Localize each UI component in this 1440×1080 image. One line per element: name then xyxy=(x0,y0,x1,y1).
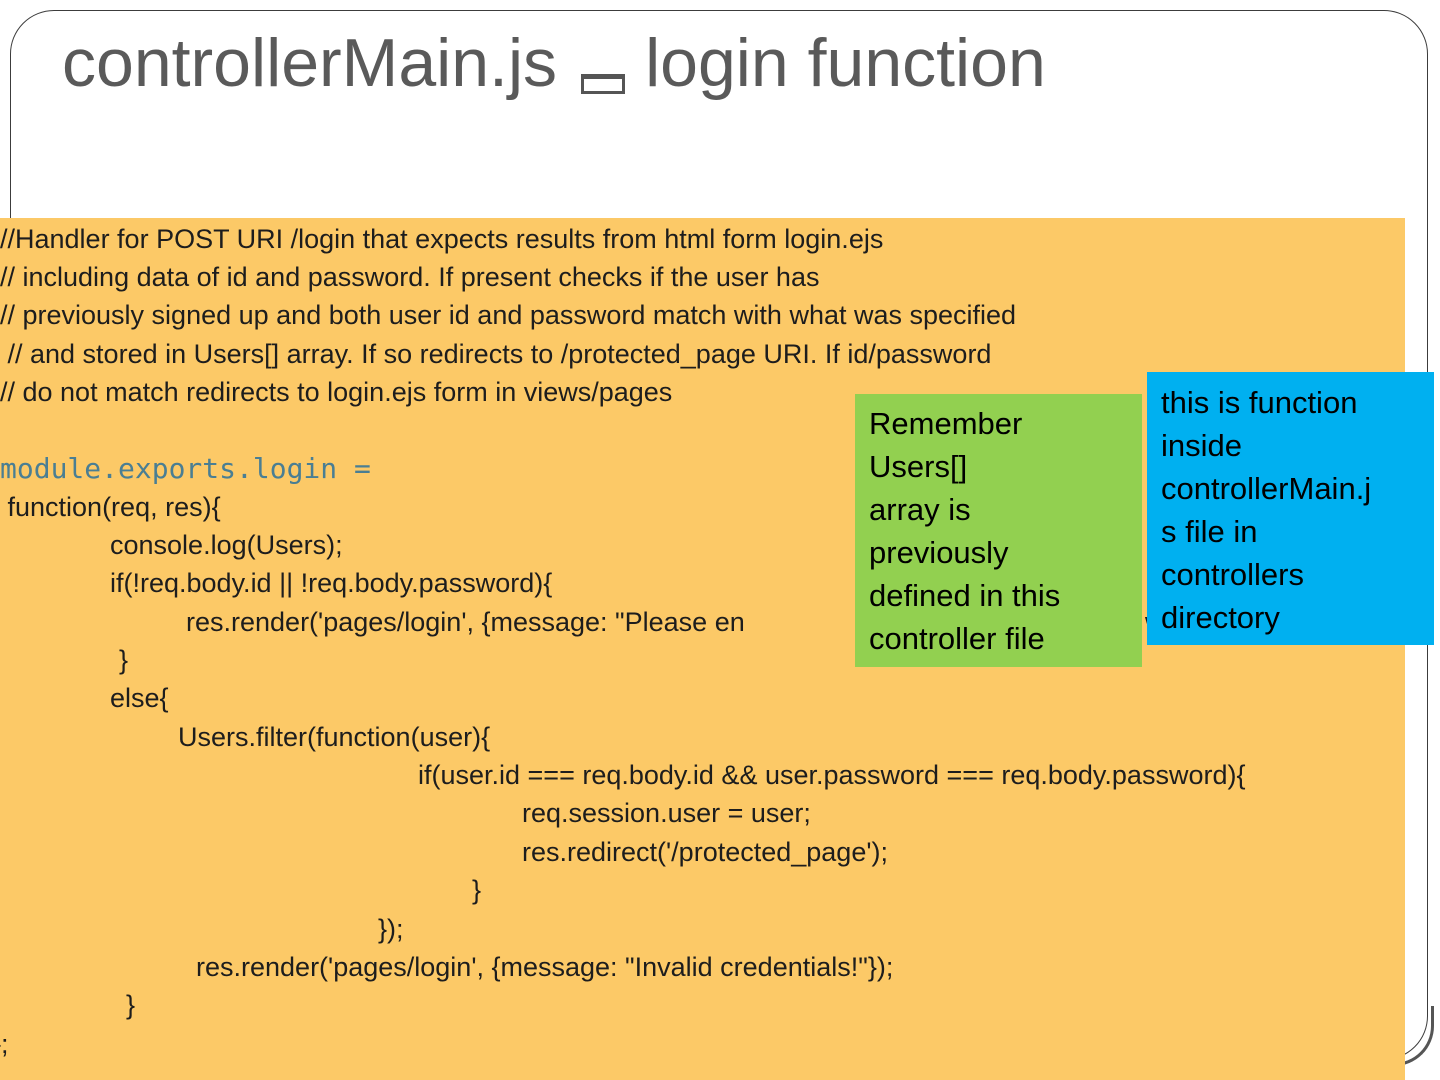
callout-line: controllers xyxy=(1161,557,1304,592)
callout-line: Users[] xyxy=(869,449,968,484)
code-line: res.render('pages/login', {message: "Inv… xyxy=(196,952,894,982)
code-panel: //Handler for POST URI /login that expec… xyxy=(0,218,1405,1080)
title-function: login function xyxy=(645,25,1046,101)
code-line: }; xyxy=(0,1029,9,1059)
code-exports-line: module.exports.login = xyxy=(0,452,371,485)
space-symbol-icon xyxy=(575,54,627,94)
code-comment-line: // and stored in Users[] array. If so re… xyxy=(0,339,992,369)
code-comment-line: // previously signed up and both user id… xyxy=(0,300,1017,330)
code-line: Users.filter(function(user){ xyxy=(178,722,491,752)
callout-line: defined in this xyxy=(869,578,1061,613)
callout-line: directory xyxy=(1161,600,1280,635)
title-filename: controllerMain.js xyxy=(62,25,558,101)
code-line: }); xyxy=(378,914,404,944)
code-line: console.log(Users); xyxy=(110,530,343,560)
code-line: res.redirect('/protected_page'); xyxy=(522,837,888,867)
callout-line: Remember xyxy=(869,406,1023,441)
callout-line: controllerMain.j xyxy=(1161,471,1372,506)
callout-line: previously xyxy=(869,535,1009,570)
callout-line: s file in xyxy=(1161,514,1258,549)
code-comment-line: // do not match redirects to login.ejs f… xyxy=(0,377,673,407)
code-line: } xyxy=(126,990,136,1020)
callout-line: this is function xyxy=(1161,385,1358,420)
callout-line: array is xyxy=(869,492,971,527)
slide-title: controllerMain.js login function xyxy=(62,18,1046,108)
code-line: if(!req.body.id || !req.body.password){ xyxy=(110,568,553,598)
callout-line: controller file xyxy=(869,621,1045,656)
code-line: } xyxy=(472,875,482,905)
code-line: req.session.user = user; xyxy=(522,798,811,828)
code-line: else{ xyxy=(110,683,169,713)
code-comment-line: //Handler for POST URI /login that expec… xyxy=(0,224,884,254)
code-line: res.render('pages/login', {message: "Ple… xyxy=(186,607,745,637)
code-comment-line: // including data of id and password. If… xyxy=(0,262,820,292)
callout-line: inside xyxy=(1161,428,1242,463)
code-line: } xyxy=(119,645,129,675)
code-line: if(user.id === req.body.id && user.passw… xyxy=(418,760,1246,790)
callout-file-location: this is function inside controllerMain.j… xyxy=(1147,372,1434,645)
code-line: function(req, res){ xyxy=(0,492,221,522)
callout-users-array: Remember Users[] array is previously def… xyxy=(855,394,1142,667)
